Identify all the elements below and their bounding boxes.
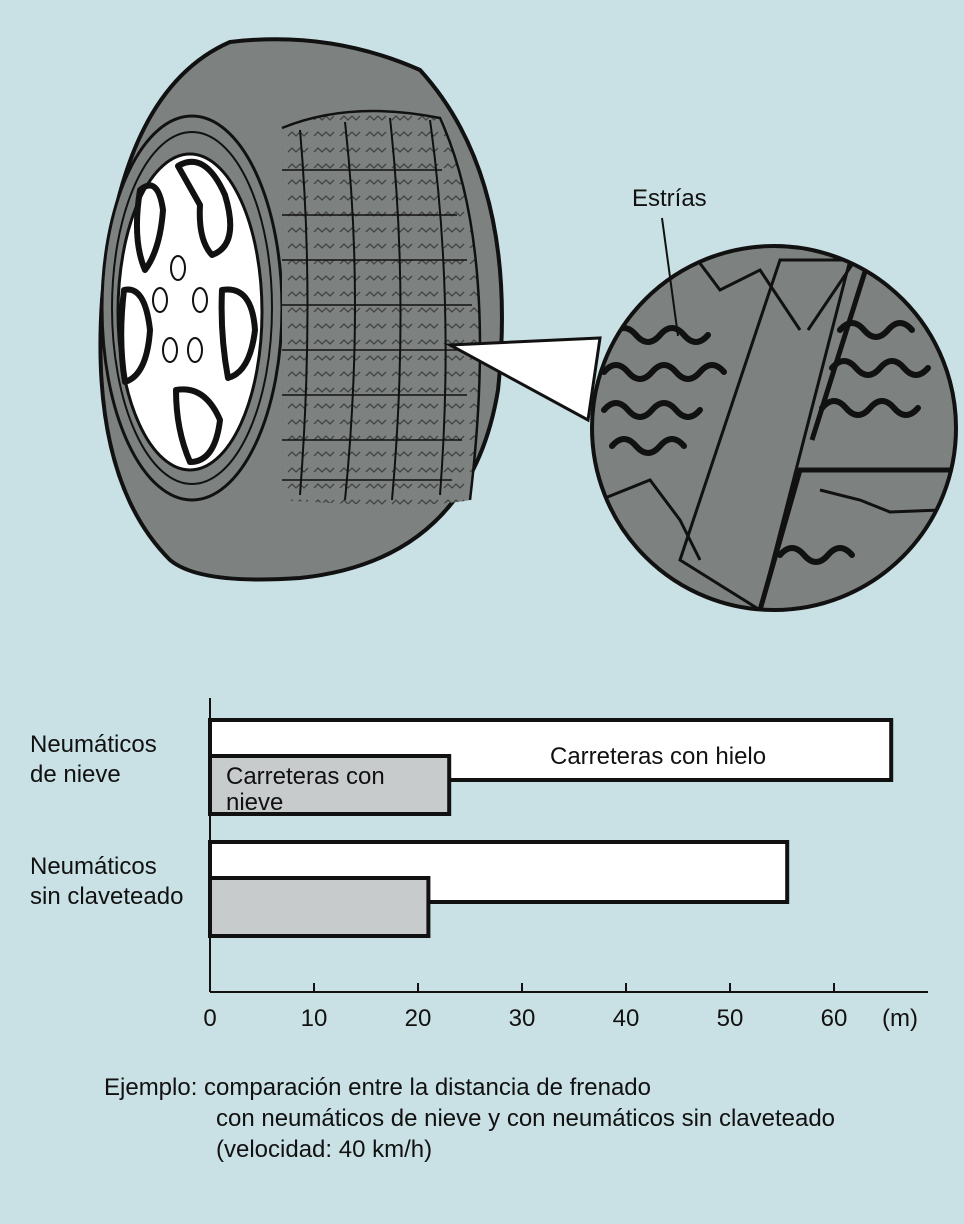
series-label-ice: Carreteras con hielo [550,743,766,770]
tire-illustration: Estrías [98,37,958,612]
bar-snow [208,876,431,938]
category-label: sin claveteado [30,883,183,910]
x-tick-label: 0 [203,1005,216,1032]
category-label: Neumáticos [30,731,157,758]
lug-nuts [152,255,208,363]
x-tick-label: 60 [821,1005,848,1032]
rim-spokes [118,158,258,465]
series-label-snow: nieve [226,789,283,816]
series-label-snow: Carreteras con [226,763,385,790]
caption-line-1: Ejemplo: comparación entre la distancia … [104,1074,651,1101]
category-label: de nieve [30,761,121,788]
caption-line-2: con neumáticos de nieve y con neumáticos… [216,1105,836,1132]
callout-leader-line [661,217,679,337]
x-tick-label: 10 [301,1005,328,1032]
x-tick-label: 40 [613,1005,640,1032]
callout-label: Estrías [632,185,707,212]
zoomed-tread [590,244,958,612]
x-axis-unit: (m) [882,1005,918,1032]
zoom-connector [444,336,602,423]
wheel-rim [116,152,264,472]
x-tick-label: 20 [405,1005,432,1032]
caption-line-3: (velocidad: 40 km/h) [216,1136,433,1163]
chart-caption: Ejemplo: comparación entre la distancia … [104,1072,835,1165]
x-tick-label: 30 [509,1005,536,1032]
tread-pattern [282,110,480,506]
x-tick-label: 50 [717,1005,744,1032]
category-label: Neumáticos [30,853,157,880]
